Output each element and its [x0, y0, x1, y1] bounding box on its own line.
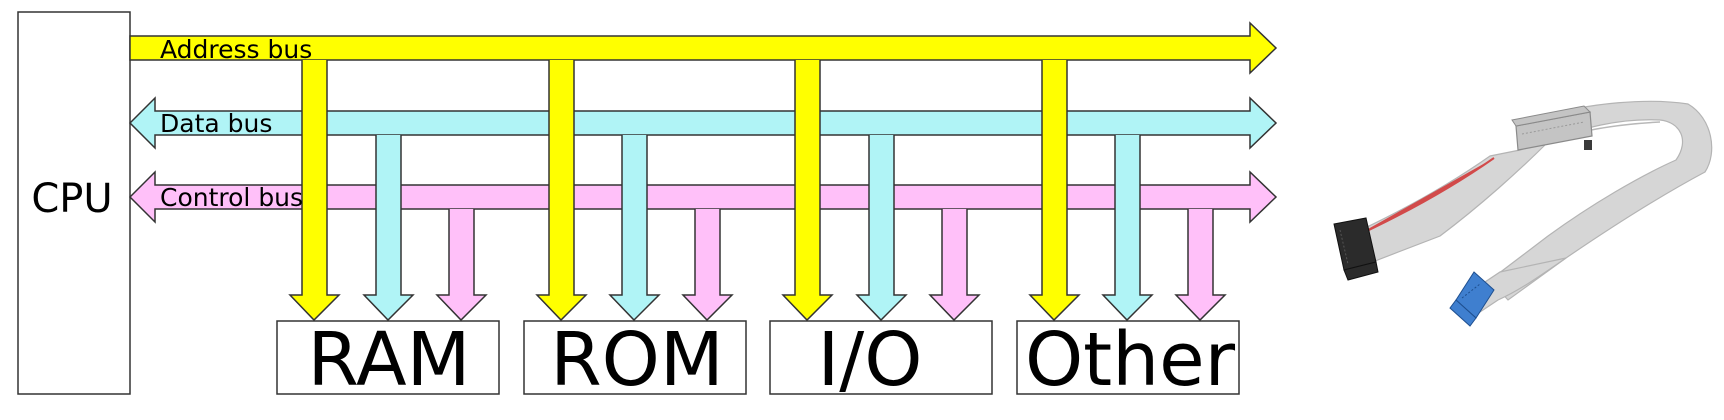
- control-drop-rom: [681, 209, 734, 322]
- address-bus: [129, 21, 1278, 322]
- blue-connector-face: [1449, 299, 1477, 327]
- control-drop-other: [1174, 209, 1227, 322]
- ribbon-cable-rear-section: [1489, 100, 1713, 301]
- data-drop-io: [855, 135, 908, 322]
- control-bus-label: Control bus: [160, 183, 303, 212]
- middle-connector-clip: [1584, 140, 1592, 150]
- data-drop-ram: [362, 135, 415, 322]
- control-drop-io: [928, 209, 981, 322]
- ribbon-cable-red-stripe: [1351, 157, 1495, 239]
- address-drop-io: [781, 60, 834, 322]
- device-boxes: [276, 320, 1240, 395]
- io-box: [769, 320, 993, 395]
- black-connector: [1333, 217, 1379, 281]
- bus-diagram: CPU: [17, 11, 1278, 403]
- middle-connector-pins: [1521, 121, 1585, 135]
- data-bus: [128, 96, 1278, 322]
- cpu-label: CPU: [31, 176, 112, 222]
- address-drop-ram: [288, 60, 341, 322]
- other-box: [1016, 320, 1240, 395]
- device-label-rom: ROM: [550, 317, 724, 403]
- device-label-io: I/O: [817, 317, 922, 403]
- data-drop-rom: [608, 135, 661, 322]
- data-bus-label: Data bus: [160, 109, 272, 138]
- control-bus: [128, 170, 1278, 322]
- control-drop-ram: [435, 209, 488, 322]
- ribbon-cable-photo: [1333, 100, 1713, 327]
- ribbon-cable-front-section: [1347, 140, 1551, 267]
- middle-gray-connector: [1511, 105, 1593, 151]
- middle-connector-top: [1511, 105, 1592, 127]
- cpu-box: [17, 11, 131, 395]
- control-bus-arrow: [128, 170, 1278, 224]
- address-drop-other: [1028, 60, 1081, 322]
- black-connector-side: [1343, 261, 1379, 281]
- data-drop-other: [1101, 135, 1154, 322]
- address-bus-label: Address bus: [160, 35, 312, 64]
- black-connector-pins: [1339, 229, 1349, 265]
- address-drop-rom: [535, 60, 588, 322]
- blue-connector: [1449, 271, 1495, 327]
- device-label-other: Other: [1025, 317, 1236, 403]
- ram-box: [276, 320, 500, 395]
- rom-box: [523, 320, 747, 395]
- device-label-ram: RAM: [308, 317, 471, 403]
- data-bus-arrow: [128, 96, 1278, 150]
